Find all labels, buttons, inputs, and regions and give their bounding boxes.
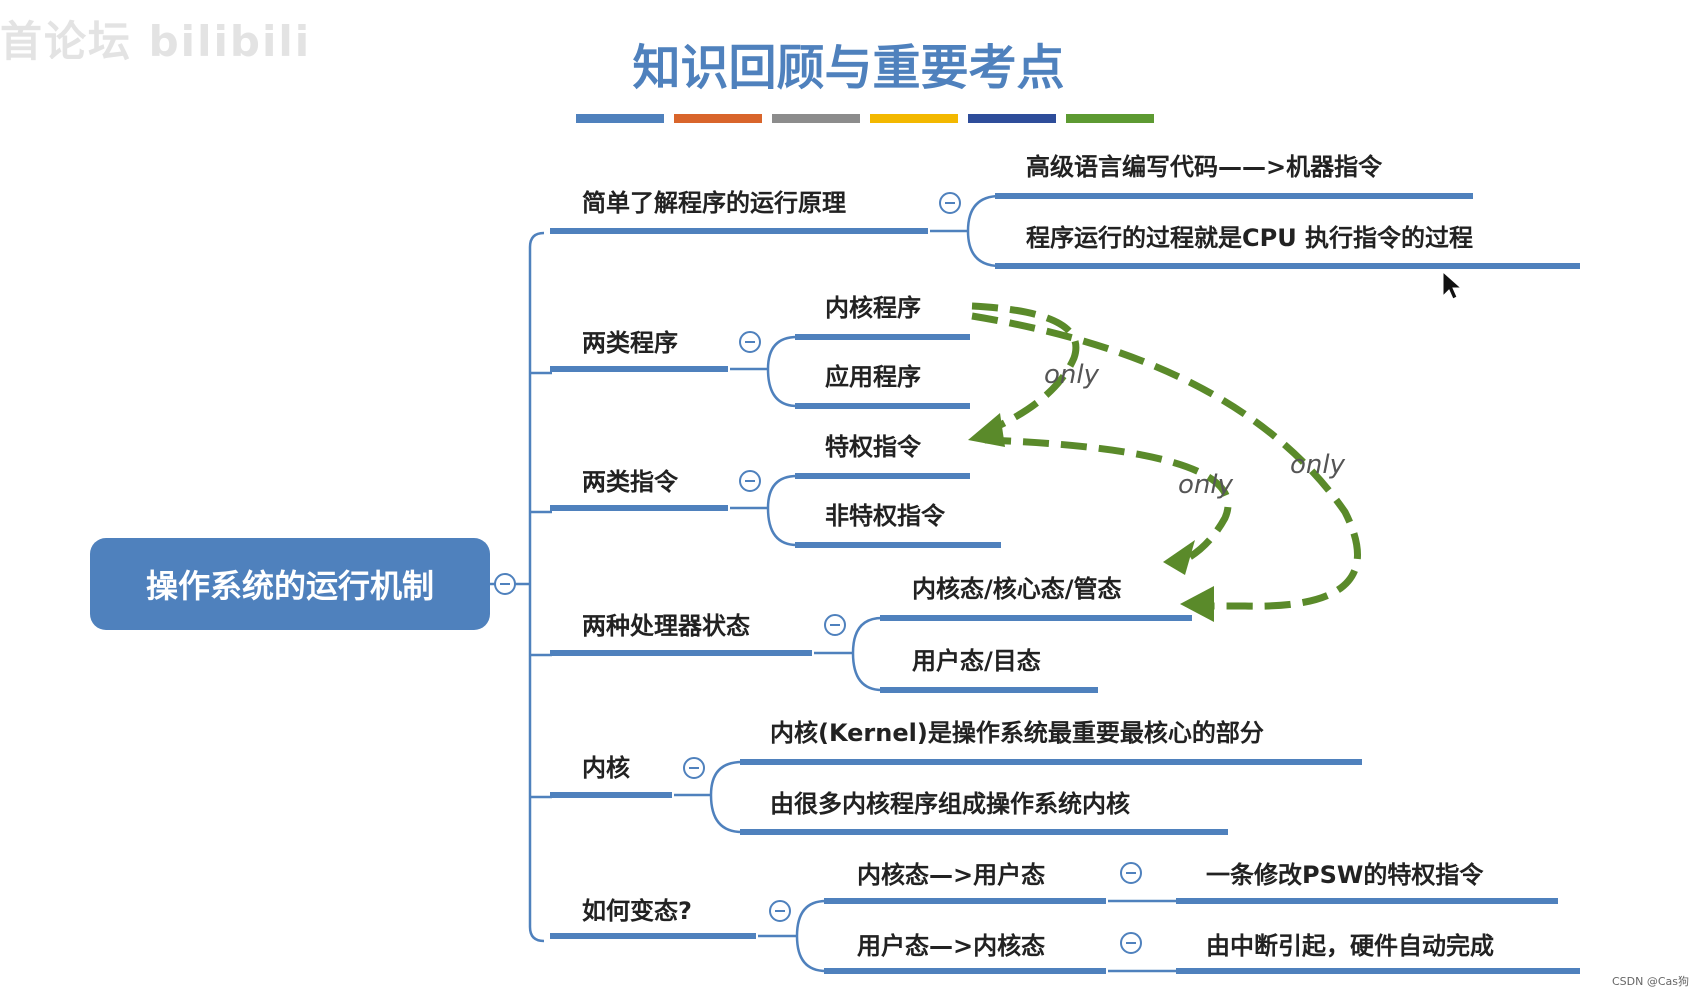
page-title: 知识回顾与重要考点 [632, 40, 1065, 96]
credit-text: CSDN @Cas狗 [1611, 975, 1689, 988]
branch-underline [550, 650, 812, 656]
branch-two-instructions[interactable]: 两类指令 [582, 468, 678, 496]
collapse-toggle-icon[interactable] [1120, 862, 1142, 884]
detail-psw-instruction[interactable]: 一条修改PSW的特权指令 [1206, 861, 1484, 889]
leaf-user-mode[interactable]: 用户态/目态 [912, 647, 1041, 675]
leaf-underline [995, 263, 1580, 269]
leaf-kernel-to-user[interactable]: 内核态—>用户态 [857, 861, 1046, 889]
branch-mode-switch[interactable]: 如何变态? [582, 897, 692, 925]
annotation-only: only [1290, 450, 1345, 480]
branch-underline [550, 366, 728, 372]
branch-processor-states[interactable]: 两种处理器状态 [582, 612, 750, 640]
branch-underline [550, 792, 672, 798]
leaf-underline [795, 542, 1001, 548]
branch-underline [550, 228, 928, 234]
collapse-toggle-icon[interactable] [769, 900, 791, 922]
leaf-kernel-definition[interactable]: 内核(Kernel)是操作系统最重要最核心的部分 [770, 719, 1264, 747]
detail-interrupt-hardware[interactable]: 由中断引起，硬件自动完成 [1206, 932, 1494, 960]
collapse-toggle-icon[interactable] [739, 331, 761, 353]
watermark: 首论坛 bilibili [0, 17, 312, 66]
color-bar-segment [968, 114, 1056, 123]
leaf-high-level-to-machine[interactable]: 高级语言编写代码——>机器指令 [1026, 153, 1383, 181]
color-bar-segment [1066, 114, 1154, 123]
root-node[interactable]: 操作系统的运行机制 [90, 538, 490, 630]
leaf-underline [795, 473, 970, 479]
branch-kernel[interactable]: 内核 [582, 754, 630, 782]
leaf-underline [824, 968, 1106, 974]
branch-underline [550, 505, 728, 511]
leaf-underline [880, 687, 1098, 693]
leaf-user-to-kernel[interactable]: 用户态—>内核态 [857, 932, 1046, 960]
annotation-only: only [1178, 470, 1233, 500]
color-bar-segment [772, 114, 860, 123]
leaf-kernel-composition[interactable]: 由很多内核程序组成操作系统内核 [770, 790, 1130, 818]
leaf-underline [795, 403, 970, 409]
color-bar-segment [870, 114, 958, 123]
leaf-privileged-instruction[interactable]: 特权指令 [825, 433, 921, 461]
branch-run-principle[interactable]: 简单了解程序的运行原理 [582, 189, 846, 217]
leaf-underline [824, 898, 1106, 904]
annotation-only: only [1044, 360, 1099, 390]
collapse-toggle-icon[interactable] [939, 192, 961, 214]
color-bar-segment [576, 114, 664, 123]
collapse-toggle-icon[interactable] [1120, 932, 1142, 954]
color-bar-segment [674, 114, 762, 123]
detail-underline [1176, 898, 1558, 904]
leaf-cpu-execute[interactable]: 程序运行的过程就是CPU 执行指令的过程 [1026, 224, 1474, 252]
leaf-underline [995, 193, 1473, 199]
leaf-kernel-mode[interactable]: 内核态/核心态/管态 [912, 575, 1122, 603]
leaf-underline [795, 334, 970, 340]
leaf-application-program[interactable]: 应用程序 [825, 363, 921, 391]
detail-underline [1176, 968, 1580, 974]
collapse-toggle-icon[interactable] [494, 573, 516, 595]
collapse-toggle-icon[interactable] [683, 757, 705, 779]
leaf-underline [740, 759, 1362, 765]
leaf-kernel-program[interactable]: 内核程序 [825, 294, 921, 322]
leaf-underline [740, 829, 1228, 835]
branch-underline [550, 933, 756, 939]
collapse-toggle-icon[interactable] [739, 470, 761, 492]
leaf-non-privileged-instruction[interactable]: 非特权指令 [825, 502, 945, 530]
branch-two-programs[interactable]: 两类程序 [582, 329, 678, 357]
collapse-toggle-icon[interactable] [824, 614, 846, 636]
leaf-underline [880, 615, 1192, 621]
